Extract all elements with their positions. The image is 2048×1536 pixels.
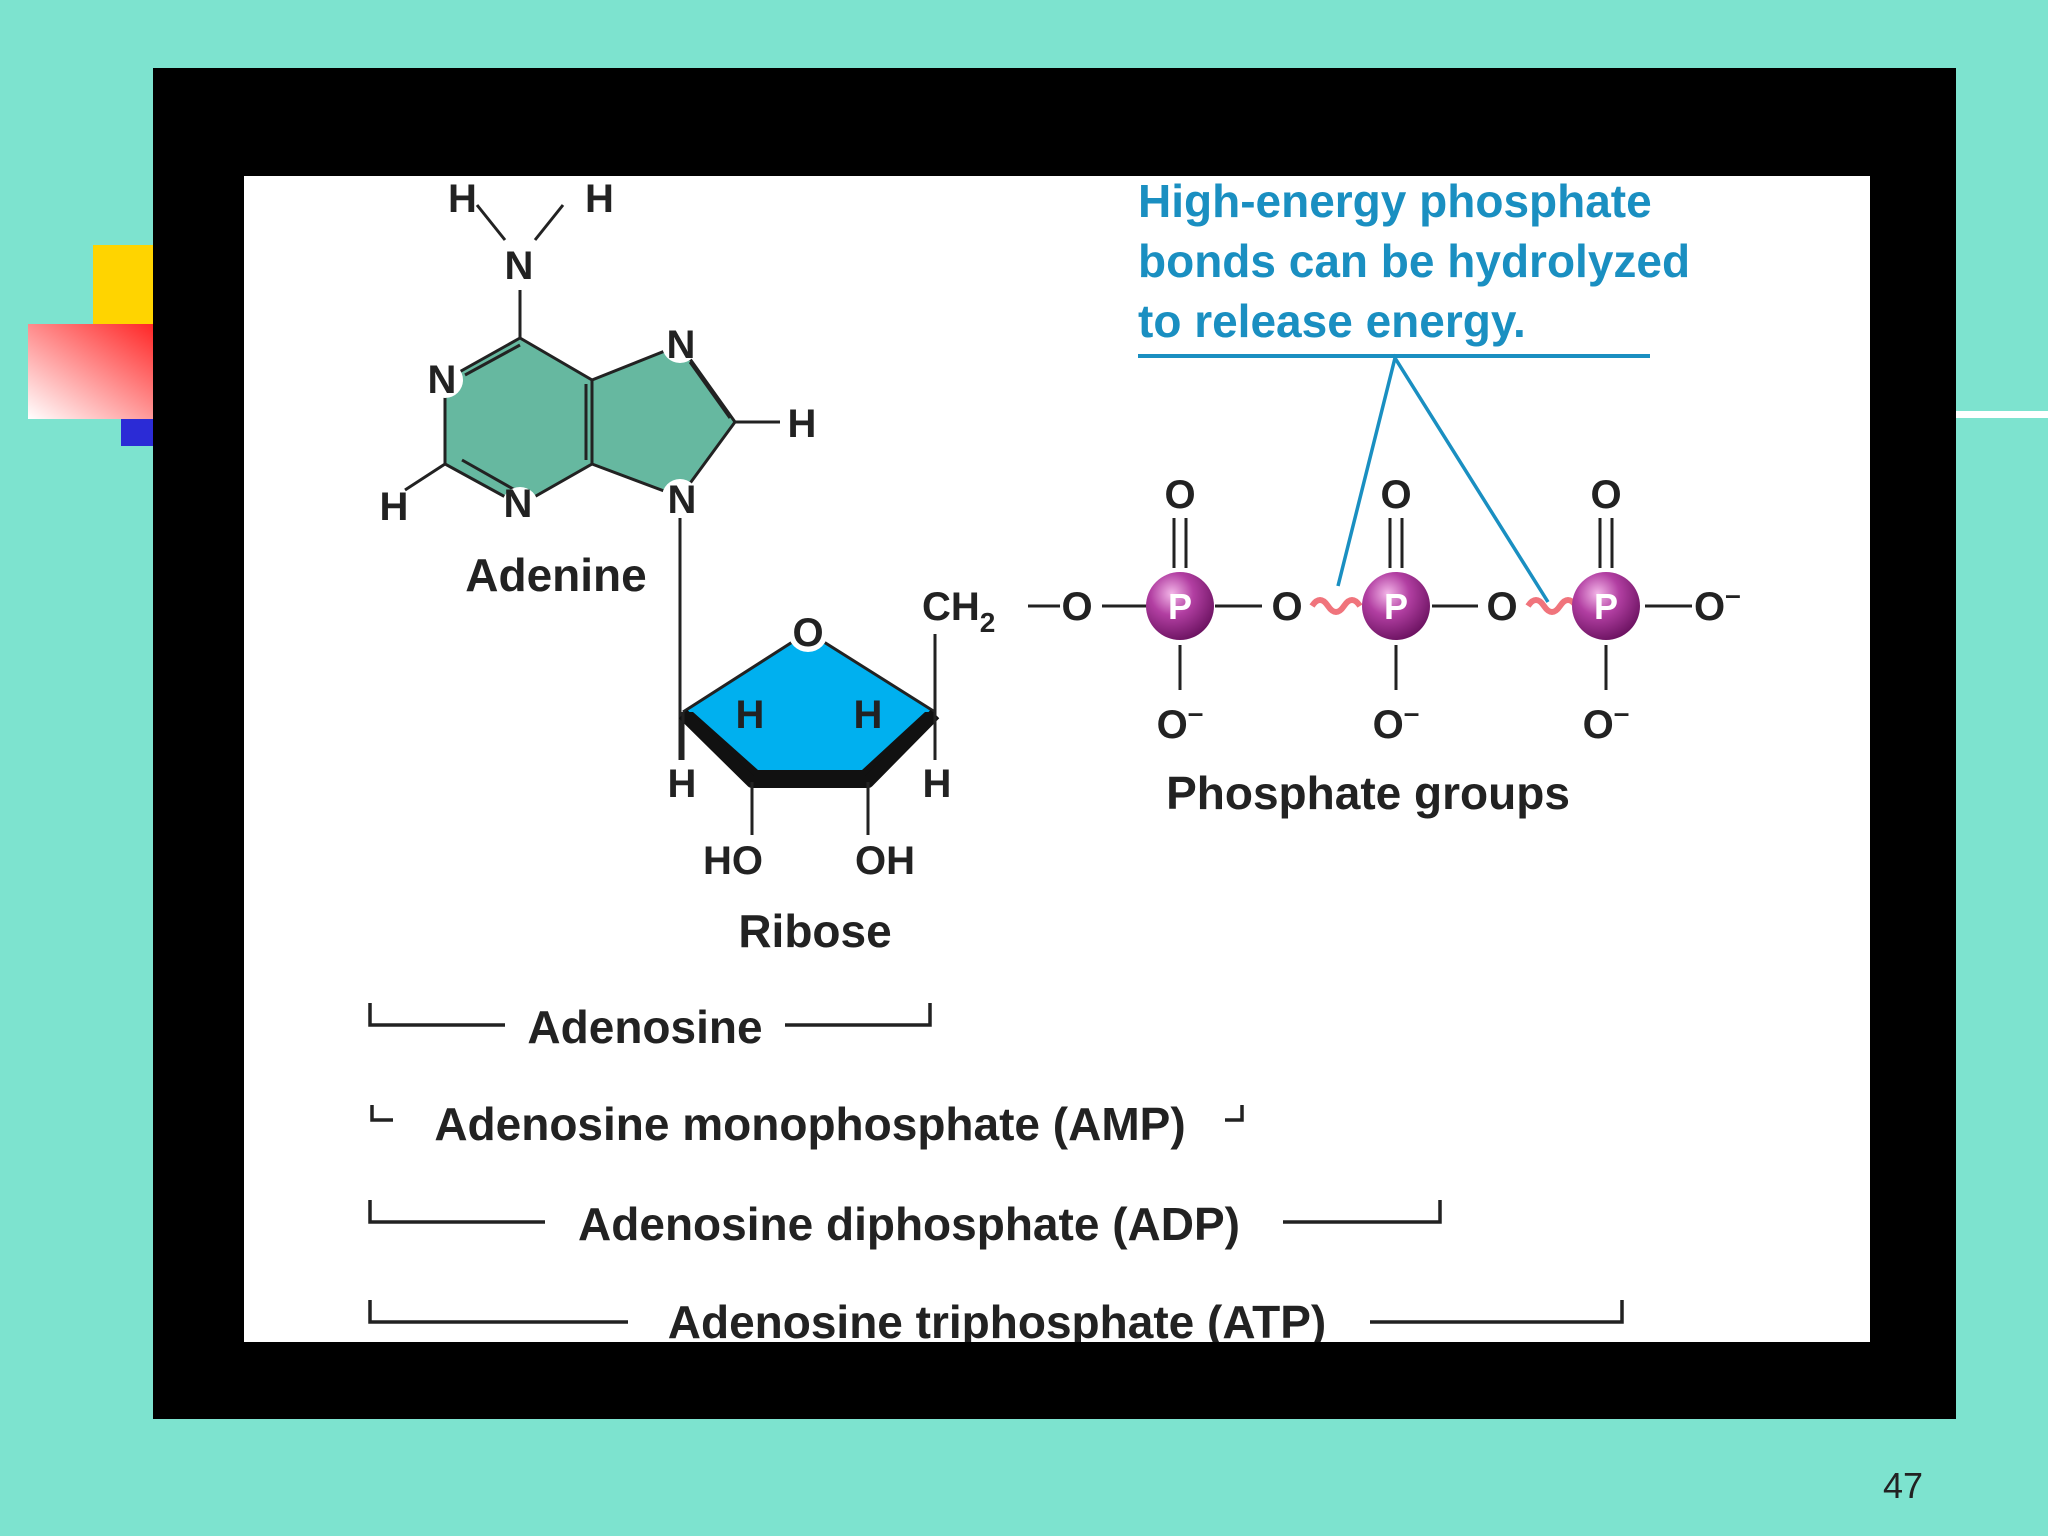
amine-n: N — [505, 244, 534, 288]
h-c8: H — [788, 402, 817, 446]
ring-n7: N — [667, 323, 696, 367]
ring-n9: N — [668, 478, 697, 522]
o-link-3: O — [1486, 585, 1517, 629]
adenosine-label: Adenosine — [527, 1001, 762, 1053]
adenine-label: Adenine — [465, 549, 646, 601]
ribose-h-inner-left: H — [736, 693, 765, 737]
decor-white-line — [1955, 411, 2048, 418]
callout-line-1: High-energy phosphate — [1138, 175, 1652, 227]
p3-label: P — [1594, 586, 1618, 627]
o-bottom-2: O– — [1373, 697, 1420, 747]
o-top-1: O — [1164, 473, 1195, 517]
o-top-3: O — [1590, 473, 1621, 517]
phosphorus-2 — [1362, 572, 1430, 640]
ribose-h-inner-right: H — [854, 693, 883, 737]
phosphorus-1 — [1146, 572, 1214, 640]
h-c2: H — [380, 485, 409, 529]
ribose-h-c4: H — [923, 762, 952, 806]
ribose-label: Ribose — [738, 905, 891, 957]
adenine-molecule: H H N N N N N H H Adenine — [380, 177, 817, 760]
phosphorus-3 — [1572, 572, 1640, 640]
page-number: 47 — [1883, 1465, 1923, 1506]
o-bottom-1: O– — [1157, 697, 1204, 747]
ring-n3: N — [504, 482, 533, 526]
high-energy-bond-2 — [1525, 597, 1579, 615]
ribose-molecule: O H H H H HO OH Ribose — [668, 611, 952, 957]
callout-pointer-lines — [1336, 353, 1550, 603]
ribose-ho: HO — [703, 839, 763, 883]
ch2-group: CH2 — [922, 585, 995, 638]
o-terminal: O– — [1694, 579, 1741, 629]
phosphate-groups-label: Phosphate groups — [1166, 767, 1570, 819]
ribose-h-c1: H — [668, 762, 697, 806]
ribose-oh: OH — [855, 839, 915, 883]
amine-h-right: H — [585, 177, 614, 221]
high-energy-bond-1 — [1309, 597, 1363, 615]
bracket-amp: Adenosine monophosphate (AMP) — [370, 1098, 1244, 1150]
bracket-atp: Adenosine triphosphate (ATP) — [368, 1296, 1624, 1348]
p1-label: P — [1168, 586, 1192, 627]
bracket-adp: Adenosine diphosphate (ADP) — [368, 1198, 1442, 1250]
callout-line-3: to release energy. — [1138, 295, 1526, 347]
bracket-adenosine: Adenosine — [368, 1001, 932, 1053]
callout-line-2: bonds can be hydrolyzed — [1138, 235, 1690, 287]
decor-red-square — [28, 324, 168, 419]
o-top-2: O — [1380, 473, 1411, 517]
ribose-ring — [683, 632, 935, 780]
p2-label: P — [1384, 586, 1408, 627]
o-bottom-3: O– — [1583, 697, 1630, 747]
atp-label: Adenosine triphosphate (ATP) — [668, 1296, 1327, 1348]
adenine-six-ring — [445, 338, 592, 505]
o-link-1: O — [1061, 585, 1092, 629]
amine-h-left: H — [448, 177, 477, 221]
amp-label: Adenosine monophosphate (AMP) — [434, 1098, 1185, 1150]
ring-n1: N — [428, 358, 457, 402]
content-area — [244, 176, 1870, 1342]
o-link-2: O — [1271, 585, 1302, 629]
adenine-five-ring — [592, 345, 735, 497]
adp-label: Adenosine diphosphate (ADP) — [578, 1198, 1240, 1250]
phosphate-chain: CH2 P P P O O O O O — [922, 473, 1741, 819]
high-energy-callout: High-energy phosphate bonds can be hydro… — [1138, 175, 1690, 603]
ribose-o: O — [792, 611, 823, 655]
